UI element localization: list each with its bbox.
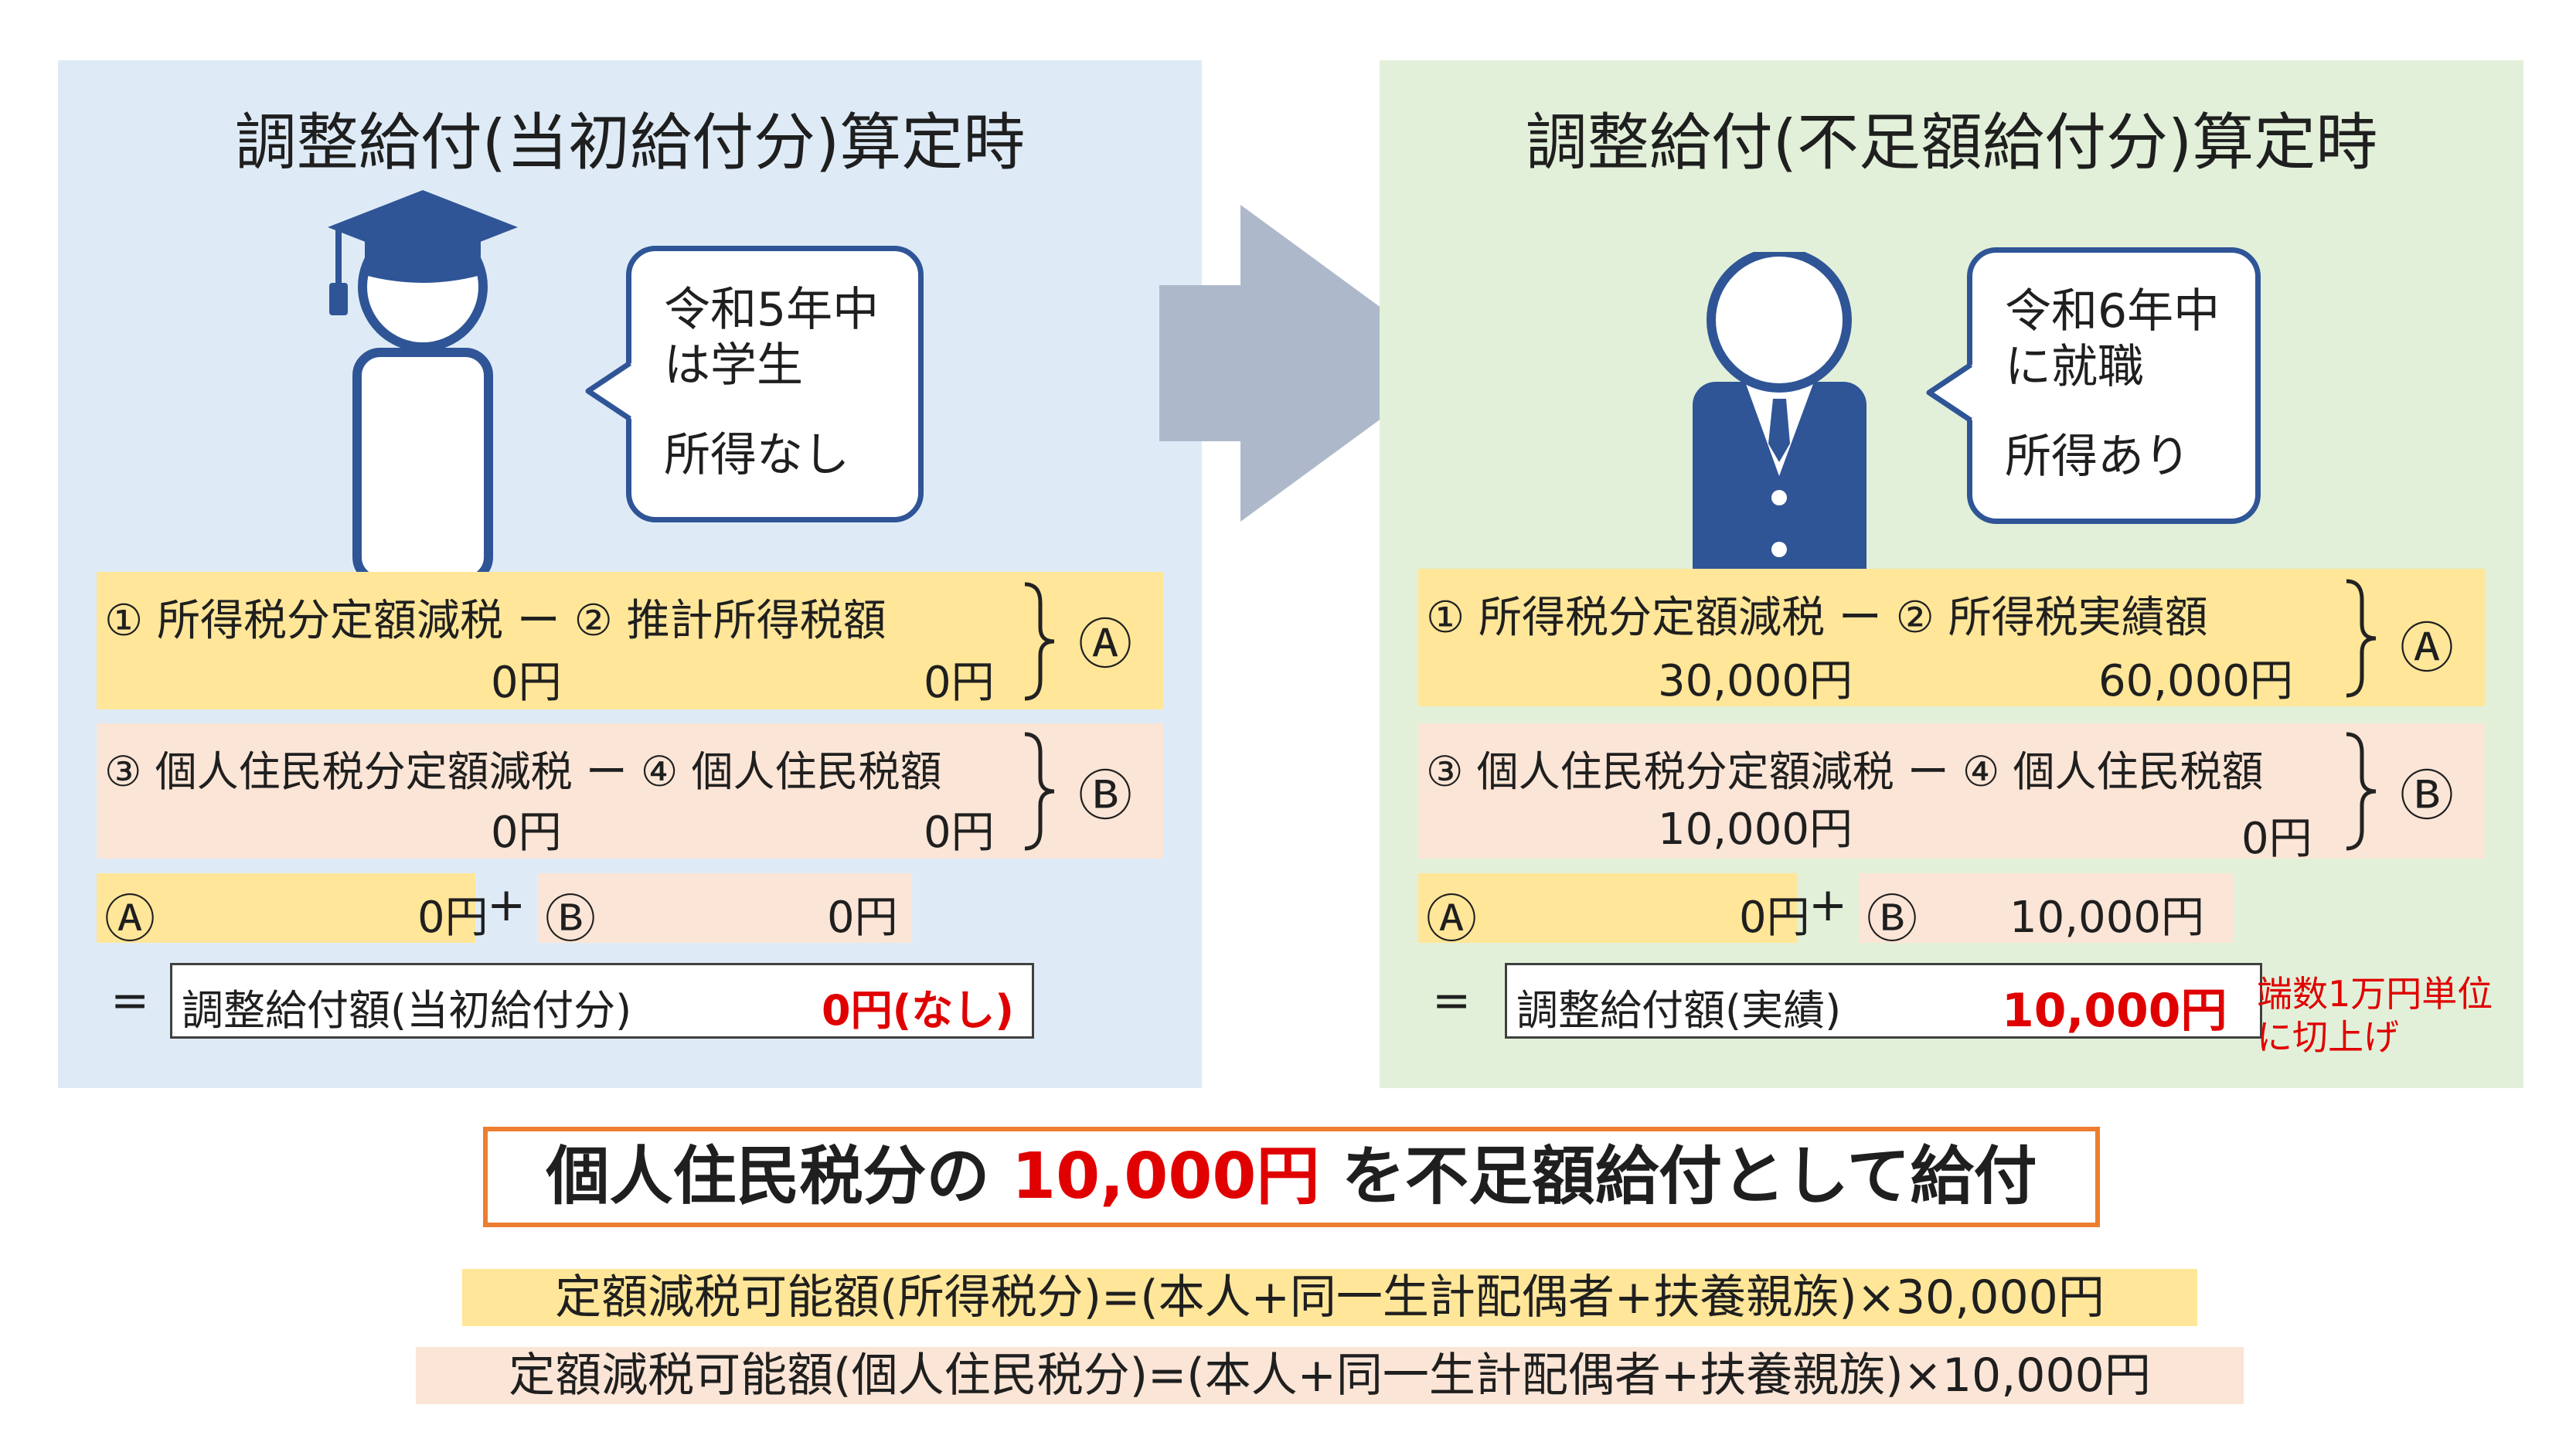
result-box-shortfall: 調整給付額(実績) 10,000円: [1505, 963, 2262, 1039]
brace-icon: [1024, 582, 1055, 701]
student-graduate-icon: [328, 190, 518, 585]
row-resident-tax: ③ 個人住民税分定額減税 ー ④ 個人住民税額 10,000円 0円: [1418, 723, 2485, 864]
equals-sign: =: [1432, 974, 1472, 1028]
panel-title-shortfall: 調整給付(不足額給付分)算定時: [1525, 107, 2378, 179]
row-resident-tax: ③ 個人住民税分定額減税 ー ④ 個人住民税額 0円 0円: [97, 723, 1163, 859]
sum-a-box: Ⓐ 0円: [97, 873, 488, 949]
office-worker-icon: [1693, 252, 1866, 596]
row-resident-tax-value-1: 10,000円: [1658, 804, 1853, 855]
row-resident-tax-value-2: 0円: [924, 808, 995, 858]
result-box-initial: 調整給付額(当初給付分) 0円(なし): [170, 963, 1034, 1039]
sum-b-box: Ⓑ 0円: [537, 873, 912, 949]
result-value: 0円(なし): [822, 986, 1014, 1035]
note-line-1: 端数1万円単位: [2257, 973, 2493, 1015]
bubble-line-2: は学生: [664, 338, 803, 393]
row-resident-tax-value-2: 0円: [2241, 814, 2312, 864]
row-income-tax-label: ① 所得税分定額減税 ー ② 所得税実績額: [1426, 593, 2208, 643]
row-income-tax-value-2: 0円: [924, 658, 995, 708]
speech-bubble-worker: 令和6年中 に就職 所得あり: [1967, 247, 2261, 524]
banner-text-after: を不足額給付として給付: [1319, 1140, 2037, 1213]
sum-a-box: Ⓐ 0円: [1418, 873, 1810, 949]
row-resident-tax-label: ③ 個人住民税分定額減税 ー ④ 個人住民税額: [104, 747, 942, 796]
equals-sign: =: [111, 974, 150, 1028]
sum-b-box: Ⓑ 10,000円: [1859, 873, 2234, 949]
bubble-tail-icon: [1926, 362, 1972, 423]
row-income-tax: ① 所得税分定額減税 ー ② 推計所得税額 0円 0円: [97, 572, 1163, 709]
panel-shortfall-payment: 調整給付(不足額給付分)算定時 令和6年中 に就職 所得あり ① 所得税分定額減…: [1380, 60, 2523, 1088]
speech-bubble-student: 令和5年中 は学生 所得なし: [626, 246, 924, 522]
symbol-a: Ⓐ: [2400, 617, 2454, 680]
formula-resident-tax: 定額減税可能額(個人住民税分)=(本人+同一生計配偶者+扶養親族)×10,000…: [416, 1347, 2244, 1404]
sum-a-symbol: Ⓐ: [1426, 889, 1477, 949]
result-label: 調整給付額(当初給付分): [182, 986, 632, 1035]
row-resident-tax-value-1: 0円: [491, 808, 562, 858]
row-income-tax-value-1: 30,000円: [1658, 656, 1853, 706]
bubble-line-3: 所得なし: [664, 428, 849, 482]
sum-b-value: 0円: [827, 893, 898, 943]
panel-initial-payment: 調整給付(当初給付分)算定時 令和5年中 は学生 所得なし ① 所得税分定額減税…: [58, 60, 1202, 1088]
brace-icon: [2346, 579, 2377, 698]
symbol-b: Ⓑ: [2400, 764, 2454, 828]
banner-text-before: 個人住民税分の: [546, 1140, 1012, 1213]
brace-icon: [1024, 732, 1055, 851]
arrow-right-icon: [1159, 205, 1457, 522]
symbol-b: Ⓑ: [1078, 764, 1132, 828]
sum-a-value: 0円: [417, 893, 488, 943]
row-income-tax-label: ① 所得税分定額減税 ー ② 推計所得税額: [104, 596, 886, 646]
sum-a-symbol: Ⓐ: [104, 889, 155, 949]
result-value: 10,000円: [2002, 984, 2227, 1038]
bubble-line-1: 令和6年中: [2005, 284, 2220, 338]
bubble-line-1: 令和5年中: [664, 283, 880, 337]
formula-income-tax: 定額減税可能額(所得税分)=(本人+同一生計配偶者+扶養親族)×30,000円: [462, 1269, 2197, 1326]
rounding-note: 端数1万円単位 に切上げ: [2257, 972, 2493, 1059]
brace-icon: [2346, 732, 2377, 851]
sum-b-symbol: Ⓑ: [545, 889, 596, 949]
plus-sign: +: [487, 878, 526, 932]
result-label: 調整給付額(実績): [1516, 986, 1842, 1035]
summary-banner: 個人住民税分の 10,000円 を不足額給付として給付: [483, 1127, 2100, 1227]
sum-b-symbol: Ⓑ: [1866, 889, 1918, 949]
panel-title-initial: 調整給付(当初給付分)算定時: [234, 107, 1026, 179]
symbol-a: Ⓐ: [1078, 613, 1132, 676]
row-resident-tax-label: ③ 個人住民税分定額減税 ー ④ 個人住民税額: [1426, 747, 2264, 796]
bubble-line-2: に就職: [2005, 340, 2144, 394]
banner-amount: 10,000円: [1012, 1140, 1320, 1213]
row-income-tax: ① 所得税分定額減税 ー ② 所得税実績額 30,000円 60,000円: [1418, 569, 2485, 706]
bubble-line-3: 所得あり: [2005, 430, 2190, 484]
sum-a-value: 0円: [1739, 893, 1810, 943]
plus-sign: +: [1809, 878, 1848, 932]
row-income-tax-value-1: 0円: [491, 658, 562, 708]
row-income-tax-value-2: 60,000円: [2098, 656, 2293, 706]
bubble-tail-icon: [585, 361, 631, 421]
note-line-2: に切上げ: [2257, 1016, 2399, 1058]
sum-b-value: 10,000円: [2009, 893, 2204, 943]
